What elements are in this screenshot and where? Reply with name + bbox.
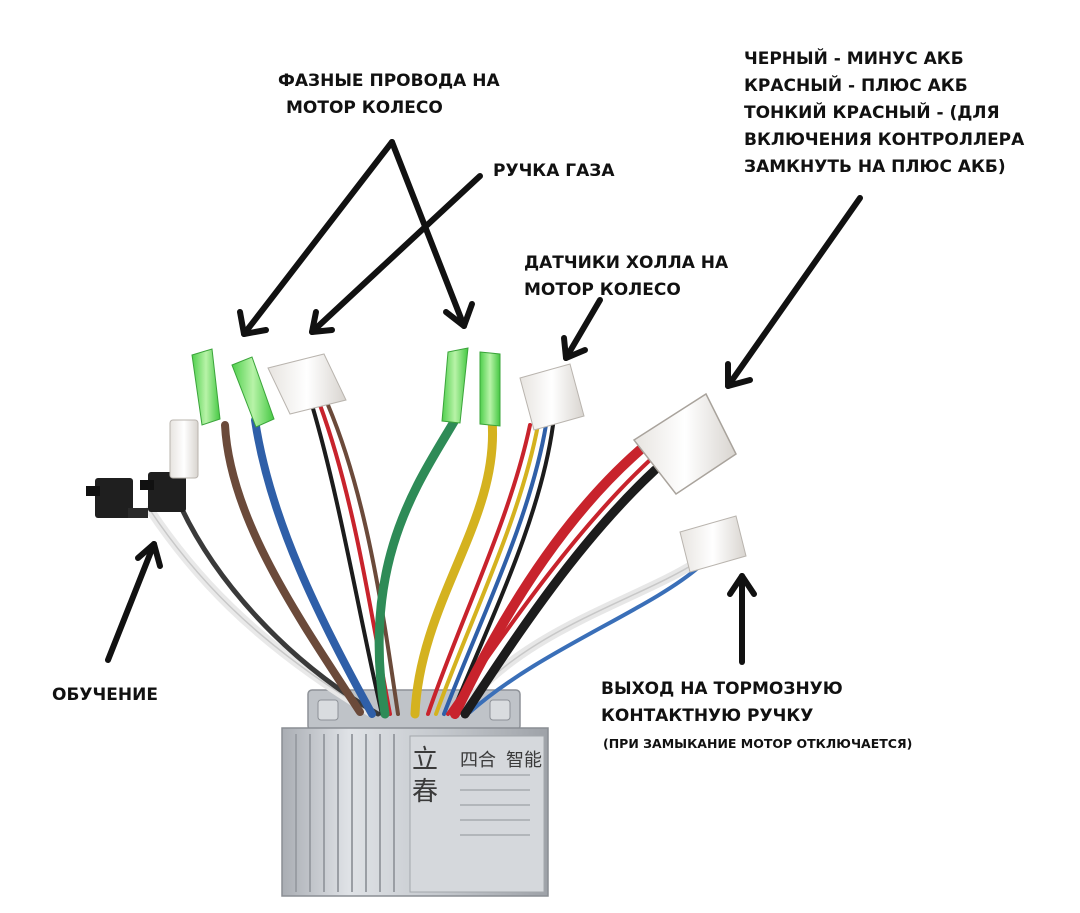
arrow-hall: [561, 297, 603, 361]
arrow-phase-left: [237, 139, 395, 337]
label-battery-line-4: ВКЛЮЧЕНИЯ КОНТРОЛЛЕРА: [744, 130, 1025, 150]
label-battery-line-3: ТОНКИЙ КРАСНЫЙ - (ДЛЯ: [744, 103, 1000, 123]
label-hall-sensors-line-1: ДАТЧИКИ ХОЛЛА НА: [524, 253, 729, 273]
phase-connectors: [191, 347, 501, 428]
label-brake-output-line-2: КОНТАКТНУЮ РУЧКУ: [601, 706, 814, 726]
label-battery-line-1: ЧЕРНЫЙ - МИНУС АКБ: [744, 49, 964, 69]
controller-housing: [281, 689, 549, 897]
arrow-brake: [727, 573, 757, 665]
controller-char-3: 智能: [506, 750, 542, 771]
controller-char-1: 春: [412, 777, 438, 807]
label-phase-wires: ФАЗНЫЕ ПРОВОДА НА МОТОР КОЛЕСО: [278, 68, 500, 122]
battery-connector: [632, 392, 737, 496]
arrow-battery: [725, 195, 863, 389]
label-hall-sensors: ДАТЧИКИ ХОЛЛА НА МОТОР КОЛЕСО: [524, 250, 728, 304]
learning-connector: [86, 472, 186, 518]
label-battery-line-5: ЗАМКНУТЬ НА ПЛЮС АКБ): [744, 157, 1006, 177]
brake-connector: [679, 515, 747, 573]
connectors: [86, 347, 747, 573]
arrow-phase-right: [389, 139, 475, 329]
label-learning: ОБУЧЕНИЕ: [52, 682, 158, 709]
label-hall-sensors-line-2: МОТОР КОЛЕСО: [524, 280, 681, 300]
arrows: [105, 139, 863, 665]
label-brake-output: ВЫХОД НА ТОРМОЗНУЮ КОНТАКТНУЮ РУЧКУ: [601, 676, 843, 730]
label-brake-note-line-1: (ПРИ ЗАМЫКАНИЕ МОТОР ОТКЛЮЧАЕТСЯ): [603, 736, 913, 751]
label-battery: ЧЕРНЫЙ - МИНУС АКБ КРАСНЫЙ - ПЛЮС АКБ ТО…: [744, 46, 1024, 181]
arrow-learning: [105, 541, 163, 663]
hall-connector: [519, 363, 585, 431]
label-throttle: РУЧКА ГАЗА: [493, 158, 615, 185]
arrow-throttle: [309, 173, 483, 335]
label-phase-wires-line-2: МОТОР КОЛЕСО: [286, 98, 443, 118]
controller-char-2: 四合: [460, 750, 496, 771]
label-phase-wires-line-1: ФАЗНЫЕ ПРОВОДА НА: [278, 71, 500, 91]
label-brake-output-line-1: ВЫХОД НА ТОРМОЗНУЮ: [601, 679, 843, 699]
label-brake-note: (ПРИ ЗАМЫКАНИЕ МОТОР ОТКЛЮЧАЕТСЯ): [603, 736, 912, 752]
wires: [145, 403, 705, 719]
throttle-connector: [267, 353, 347, 415]
controller-char-0: 立: [412, 745, 438, 775]
label-throttle-line-1: РУЧКА ГАЗА: [493, 161, 615, 181]
label-learning-line-1: ОБУЧЕНИЕ: [52, 685, 158, 705]
label-battery-line-2: КРАСНЫЙ - ПЛЮС АКБ: [744, 76, 968, 96]
